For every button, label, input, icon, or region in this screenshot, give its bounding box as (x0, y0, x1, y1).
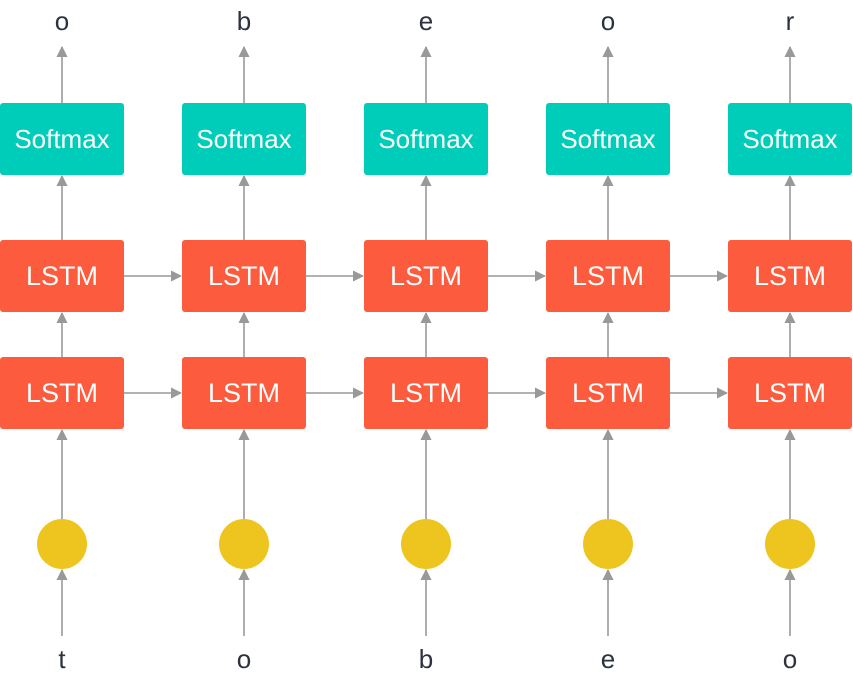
lstm-layer1-box-2 (182, 357, 306, 429)
input-char-3: b (419, 644, 433, 674)
lstm-layer2-box-3 (364, 240, 488, 312)
lstm-layer1-box-5-label: LSTM (754, 378, 826, 408)
softmax-box-2-label: Softmax (196, 124, 291, 154)
embedding-node-2 (219, 519, 269, 569)
lstm-layer1-box-2-label: LSTM (208, 378, 280, 408)
softmax-box-1 (0, 103, 124, 175)
lstm-layer2-box-5-label: LSTM (754, 261, 826, 291)
softmax-box-5 (728, 103, 852, 175)
output-char-5: r (786, 6, 795, 36)
lstm-layer1-box-4-label: LSTM (572, 378, 644, 408)
softmax-box-5-label: Softmax (742, 124, 837, 154)
lstm-layer2-box-5 (728, 240, 852, 312)
lstm-layer2-box-1-label: LSTM (26, 261, 98, 291)
lstm-layer2-box-4-label: LSTM (572, 261, 644, 291)
input-char-1: t (58, 644, 66, 674)
embedding-node-5 (765, 519, 815, 569)
softmax-box-2 (182, 103, 306, 175)
lstm-layer2-box-2-label: LSTM (208, 261, 280, 291)
lstm-layer1-box-5 (728, 357, 852, 429)
input-char-4: e (601, 644, 615, 674)
softmax-box-3-label: Softmax (378, 124, 473, 154)
lstm-layer2-box-1 (0, 240, 124, 312)
embedding-node-3 (401, 519, 451, 569)
softmax-box-4-label: Softmax (560, 124, 655, 154)
lstm-layer1-box-4 (546, 357, 670, 429)
output-char-1: o (55, 6, 69, 36)
output-char-2: b (237, 6, 251, 36)
softmax-box-1-label: Softmax (14, 124, 109, 154)
lstm-layer2-box-3-label: LSTM (390, 261, 462, 291)
lstm-layer1-box-1 (0, 357, 124, 429)
softmax-box-3 (364, 103, 488, 175)
lstm-layer2-box-2 (182, 240, 306, 312)
embedding-node-4 (583, 519, 633, 569)
lstm-layer1-box-1-label: LSTM (26, 378, 98, 408)
input-char-5: o (783, 644, 797, 674)
lstm-layer1-box-3-label: LSTM (390, 378, 462, 408)
lstm-layer1-box-3 (364, 357, 488, 429)
softmax-box-4 (546, 103, 670, 175)
output-char-3: e (419, 6, 433, 36)
lstm-layer2-box-4 (546, 240, 670, 312)
input-char-2: o (237, 644, 251, 674)
embedding-node-1 (37, 519, 87, 569)
output-char-4: o (601, 6, 615, 36)
